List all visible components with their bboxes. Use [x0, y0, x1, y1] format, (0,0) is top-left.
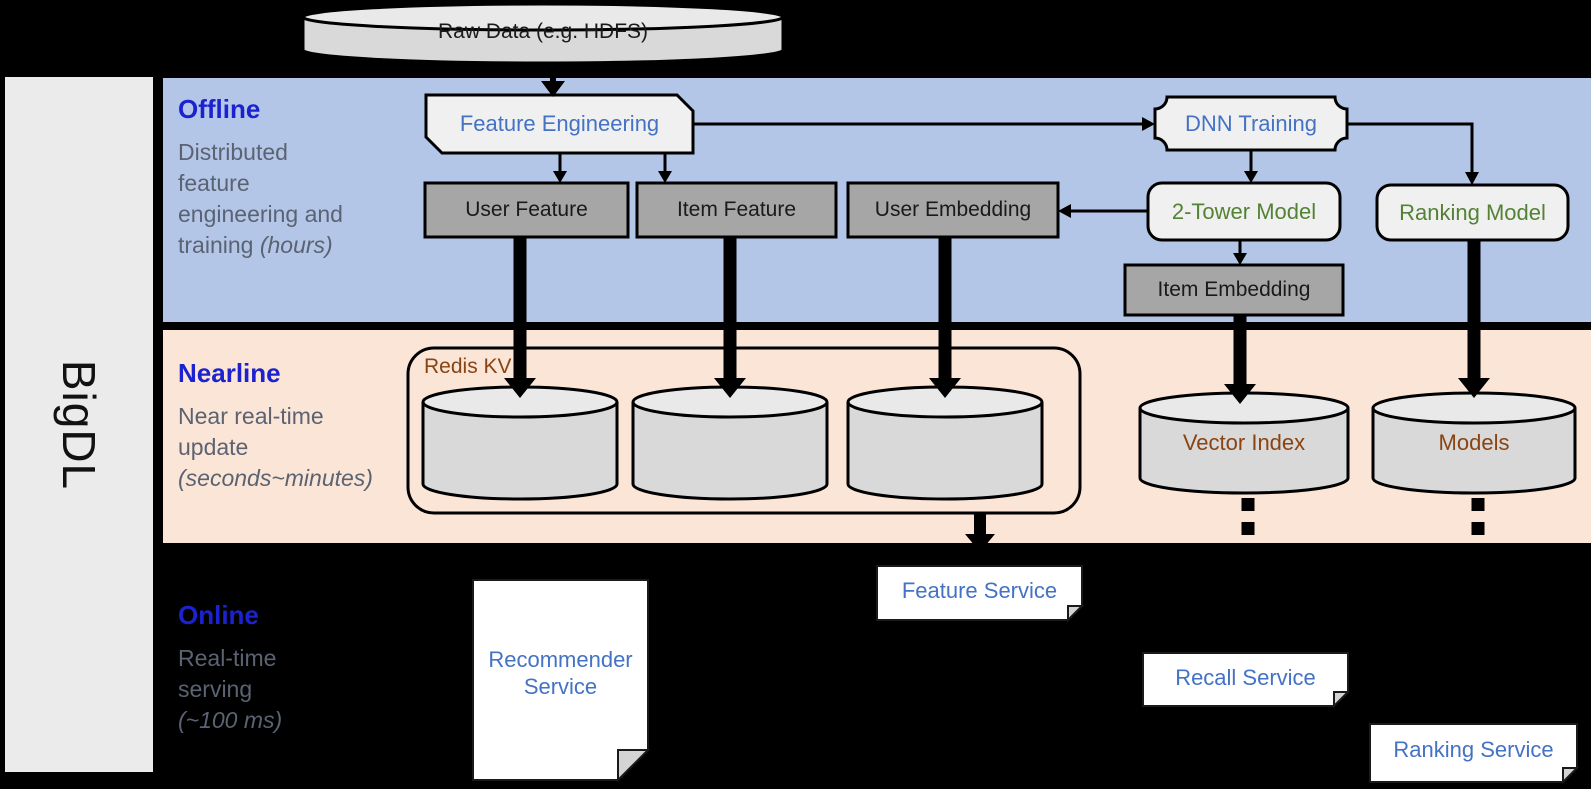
redis-shard-cylinder-3 [846, 385, 1044, 501]
dnn-training-box [1153, 95, 1349, 152]
arrow-dnn-to-rankingmodel [1347, 122, 1474, 173]
item-embedding-box [1123, 263, 1345, 317]
offline-desc-line: feature [178, 170, 250, 196]
recall-service-doc [1142, 652, 1351, 709]
raw-data-cylinder-top [301, 2, 785, 32]
redis-kv-container [406, 346, 1082, 515]
nearline-section-text: Nearline Near real-time update (seconds~… [178, 358, 428, 494]
online-desc-line: Real-time [178, 645, 277, 671]
arrow-redis-to-featureservice [965, 513, 995, 552]
flow-arrows [550, 63, 1474, 254]
redis-shard-cylinder-1 [421, 385, 619, 501]
bigdl-sidebar: BigDL [5, 77, 153, 772]
arrow-rankingmodel-to-models [1458, 240, 1490, 398]
bulk-data-arrows [504, 237, 1490, 552]
nearline-desc-line: Near real-time [178, 403, 324, 429]
arrow-userfeature-to-redis [504, 237, 536, 398]
feature-service-doc [876, 565, 1085, 623]
two-tower-model-box [1146, 181, 1342, 242]
offline-desc-line: training (hours) [178, 232, 333, 258]
feature-engineering-box [424, 93, 695, 155]
arrow-userembedding-to-redis [929, 237, 961, 398]
item-feature-box [635, 181, 838, 239]
ranking-service-doc [1369, 723, 1580, 785]
nearline-desc-line: (seconds~minutes) [178, 465, 373, 491]
online-section-text: Online Real-time serving (~100 ms) [178, 600, 428, 736]
recommender-service-doc [472, 579, 651, 783]
flow-arrowheads [541, 81, 1479, 265]
user-feature-box [423, 181, 630, 239]
redis-shard-cylinder-2 [631, 385, 829, 501]
online-desc-line: (~100 ms) [178, 707, 283, 733]
dashed-serving-links [1241, 498, 1485, 545]
ranking-model-box [1375, 183, 1570, 242]
offline-desc-line: Distributed [178, 139, 288, 165]
online-desc-line: serving [178, 676, 253, 702]
models-cylinder [1371, 391, 1577, 495]
vector-index-cylinder [1138, 391, 1350, 495]
offline-desc-line: engineering and [178, 201, 343, 227]
user-embedding-box [846, 181, 1060, 239]
online-title: Online [178, 600, 259, 630]
offline-title: Offline [178, 94, 261, 124]
nearline-desc-line: update [178, 434, 249, 460]
arrow-itemembedding-to-vectorindex [1224, 315, 1256, 404]
nearline-title: Nearline [178, 358, 281, 388]
arrow-itemfeature-to-redis [714, 237, 746, 398]
offline-section-text: Offline Distributed feature engineering … [178, 94, 428, 261]
